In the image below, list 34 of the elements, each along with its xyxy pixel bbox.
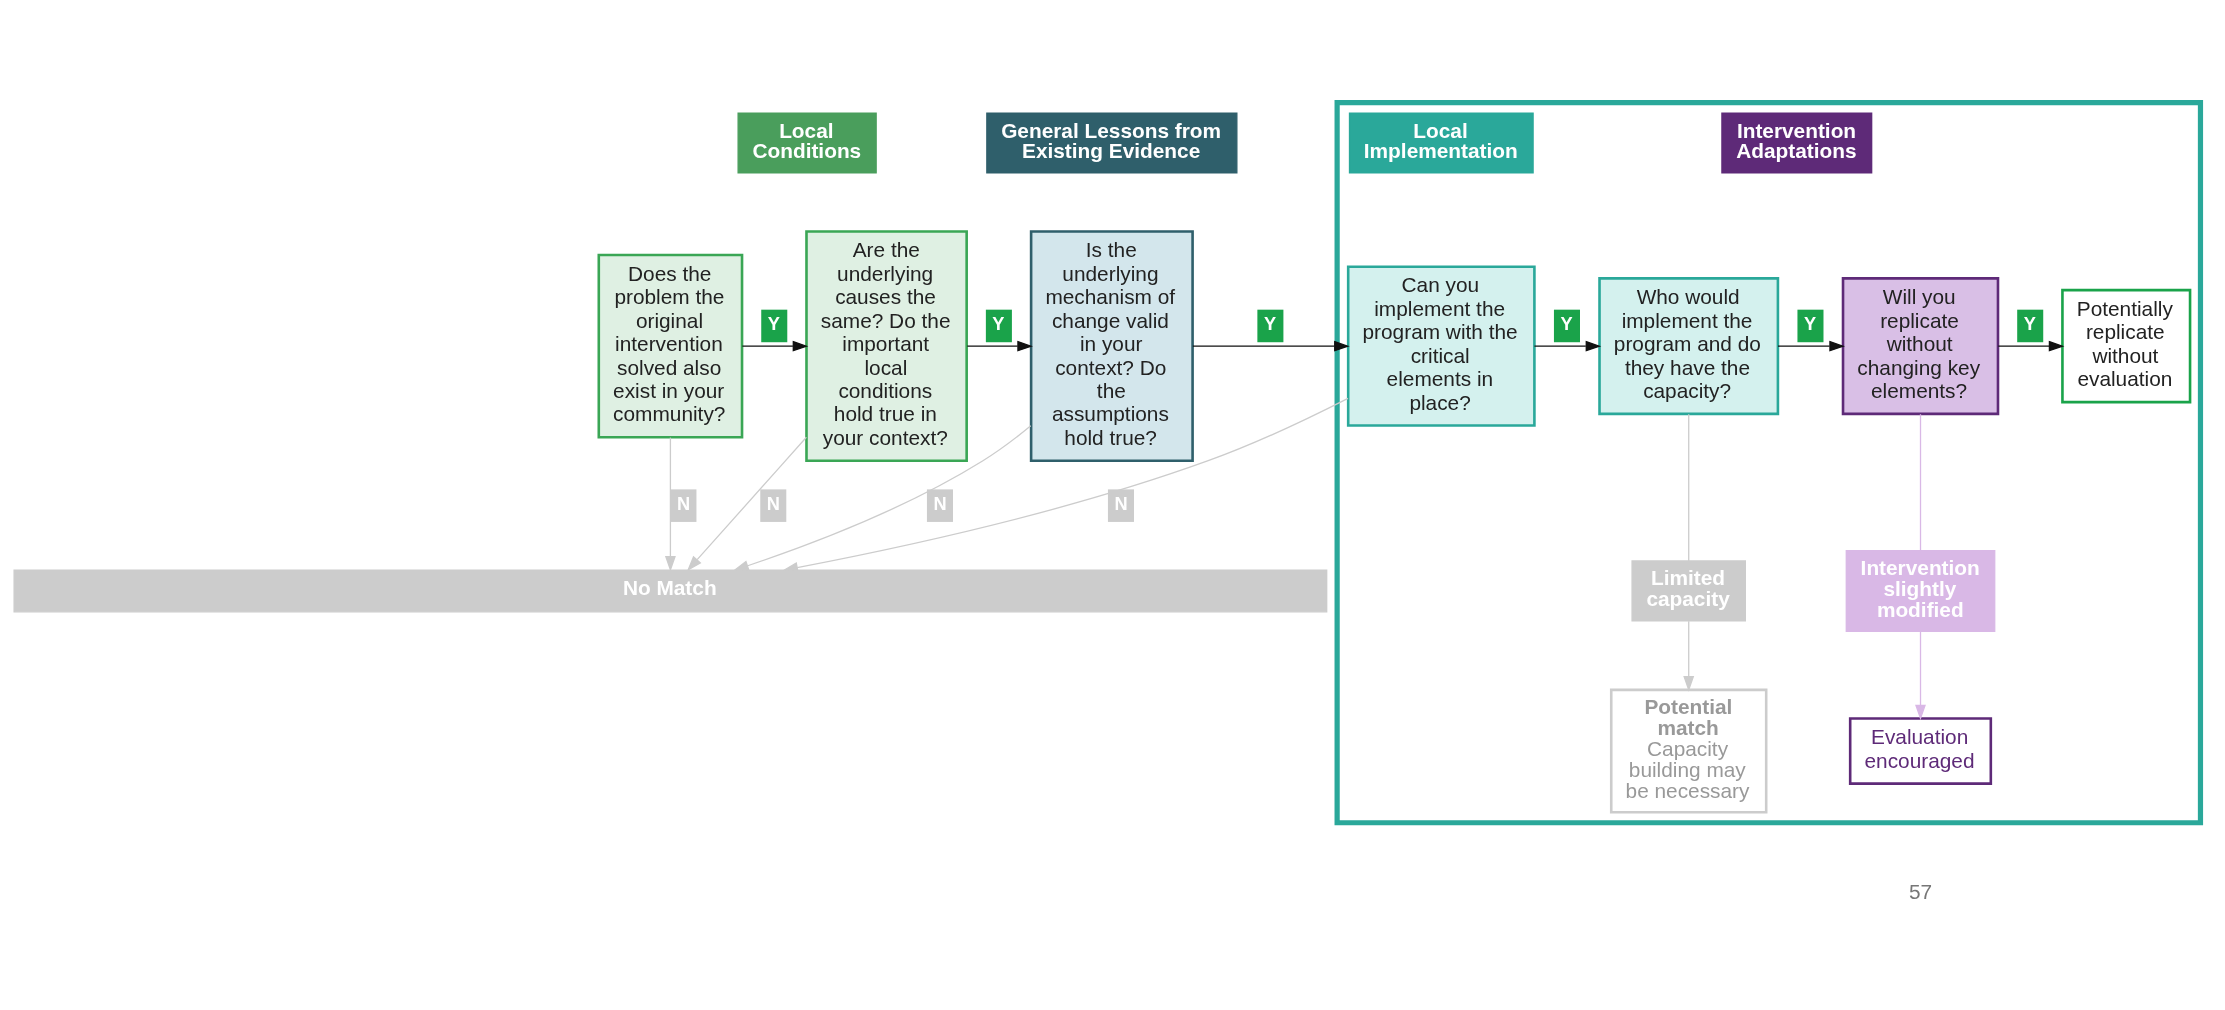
edge-label: Y <box>1560 313 1573 335</box>
connector <box>1688 413 1690 562</box>
node-box: General Lessons from Existing Evidence <box>986 112 1238 174</box>
node-box: Potential match Capacity building may be necessary <box>1609 688 1768 814</box>
edge-label: Y <box>1263 313 1277 335</box>
arrow <box>1915 630 1926 721</box>
node-box: Potentially replicate without evaluation <box>2061 288 2192 404</box>
edge-label: Y <box>1803 313 1817 335</box>
node-box: Can you implement the program with the critical elements in place? <box>1346 265 1536 427</box>
node-box: Are the underlying causes the same? Do the important local conditions hold true in your context? <box>805 230 968 463</box>
edge-label: Y <box>992 313 1005 335</box>
connector <box>1919 413 1922 551</box>
edge-label: Y <box>767 313 780 335</box>
node-box: Is the underlying mechanism of change valid in your context? Do the assumptions hold true? <box>1029 230 1194 463</box>
arrow <box>1192 340 1350 352</box>
arrow <box>782 397 1349 573</box>
edge-label: Y <box>2023 313 2036 335</box>
label: 57 <box>1908 880 1933 904</box>
arrow <box>733 425 1032 571</box>
arrow <box>966 340 1033 352</box>
node-box: Evaluation encouraged <box>1848 717 1993 785</box>
node-box: Local Implementation <box>1348 112 1534 174</box>
node-box: Intervention Adaptations <box>1721 112 1873 174</box>
node-box: Intervention slightly modified <box>1845 549 1996 632</box>
node-box: Who would implement the program and do they have the capacity? <box>1598 277 1780 416</box>
arrow <box>741 340 809 352</box>
node-box: Does the problem the original intervention solved also exist in your community? <box>597 253 744 439</box>
arrow <box>1997 340 2065 352</box>
arrow <box>686 436 808 572</box>
arrow <box>1777 340 1845 352</box>
node-box: Will you replicate without changing key elements? <box>1841 277 2000 416</box>
node-box: Local Conditions <box>737 112 877 174</box>
arrow <box>1683 620 1695 692</box>
arrow <box>1533 340 1602 352</box>
